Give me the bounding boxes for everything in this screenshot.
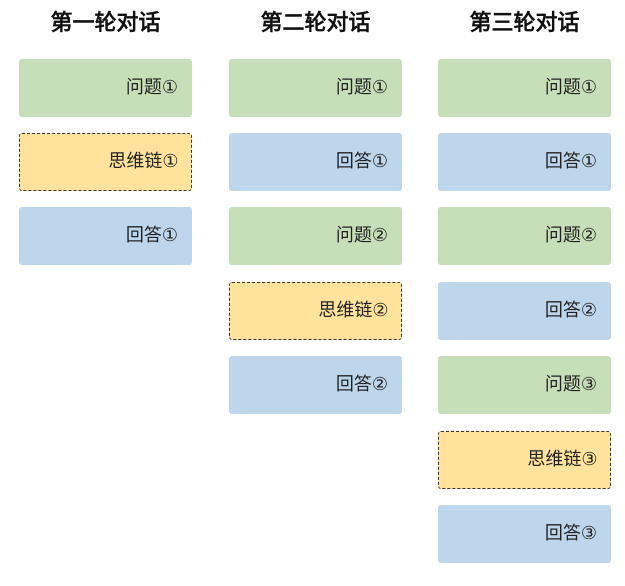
round-2-chain-of-thought-2: 思维链② bbox=[229, 282, 402, 340]
round-3-question-2: 问题② bbox=[438, 207, 611, 265]
round-3-question-1: 问题① bbox=[438, 59, 611, 117]
round-1-answer-1: 回答① bbox=[19, 207, 192, 265]
round-2-question-1: 问题① bbox=[229, 59, 402, 117]
round-2-question-2: 问题② bbox=[229, 207, 402, 265]
round-1-chain-of-thought-1: 思维链① bbox=[19, 133, 192, 191]
round-2-answer-1: 回答① bbox=[229, 133, 402, 191]
round-2-answer-2: 回答② bbox=[229, 356, 402, 414]
round-1-question-1: 问题① bbox=[19, 59, 192, 117]
round-3-question-3: 问题③ bbox=[438, 356, 611, 414]
round-3-title: 第三轮对话 bbox=[469, 11, 580, 36]
round-1-title: 第一轮对话 bbox=[50, 11, 161, 36]
round-3-answer-1: 回答① bbox=[438, 133, 611, 191]
round-3-answer-2: 回答② bbox=[438, 282, 611, 340]
round-3-chain-of-thought-3: 思维链③ bbox=[438, 431, 611, 489]
round-2-title: 第二轮对话 bbox=[260, 11, 371, 36]
round-3-answer-3: 回答③ bbox=[438, 505, 611, 563]
